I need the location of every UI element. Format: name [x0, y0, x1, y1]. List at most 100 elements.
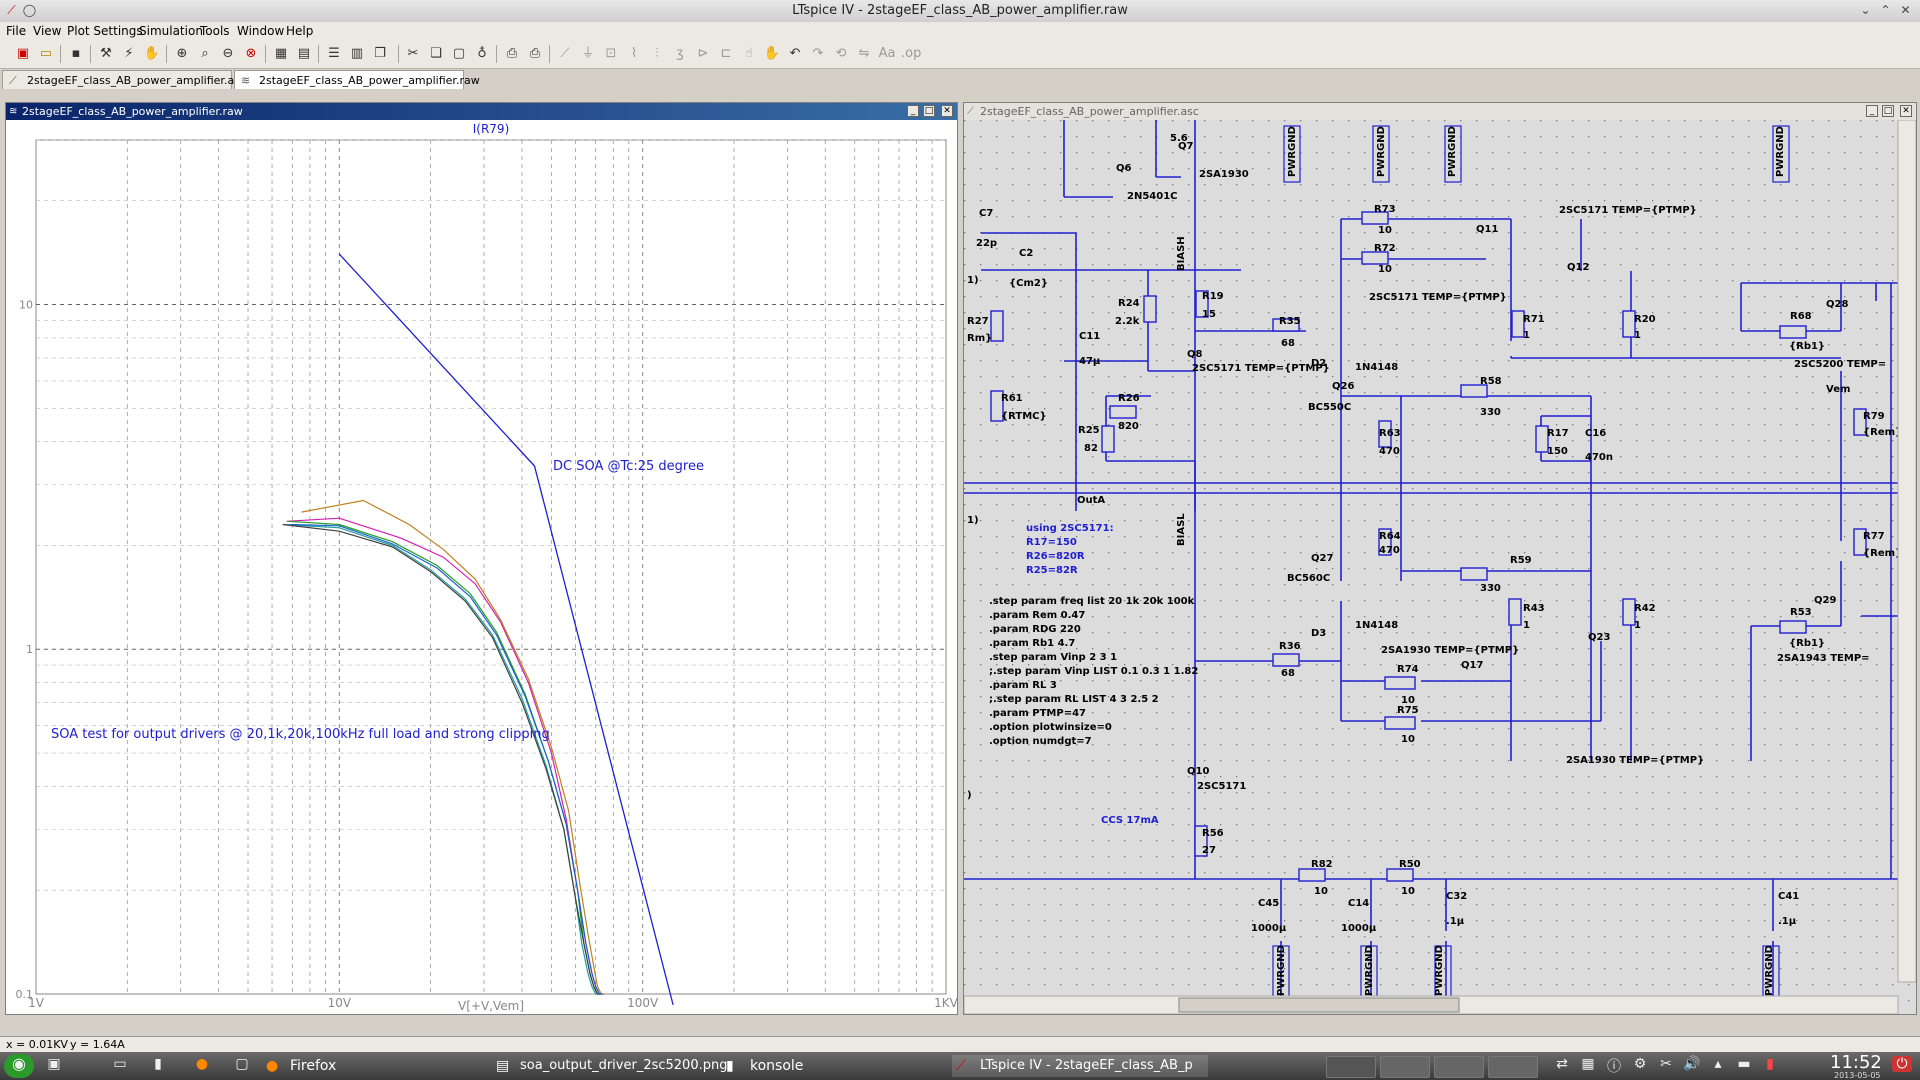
soa-trace[interactable] [290, 523, 604, 995]
schematic-label[interactable]: 1) [967, 515, 979, 526]
display-icon[interactable]: ▦ [1581, 1056, 1595, 1072]
schematic-label[interactable]: C45 [1258, 898, 1279, 909]
dc-soa-trace[interactable] [338, 253, 674, 1006]
schematic-label[interactable]: .step param Vinp 2 3 1 [989, 652, 1117, 663]
component-icon[interactable]: ⊏ [720, 46, 732, 61]
tile-horizontal-icon[interactable]: ☰ [328, 46, 340, 61]
menu-simulation[interactable]: Simulation [139, 24, 203, 38]
move-hand-icon[interactable]: ☝ [745, 46, 753, 61]
schematic-label[interactable]: 2SC5171 TEMP={PTMP} [1559, 205, 1697, 216]
schematic-label[interactable]: .param Rb1 4.7 [989, 638, 1075, 649]
pane-close-button[interactable]: ✕ [1900, 105, 1912, 117]
schematic-label[interactable]: ;.step param Vinp LIST 0.1 0.3 1 1.82 [989, 666, 1198, 677]
schematic-label[interactable]: R59 [1510, 555, 1532, 566]
schematic-label[interactable]: .param RDG 220 [989, 624, 1081, 635]
pan-icon[interactable]: ⌕ [201, 46, 209, 61]
schematic-label[interactable]: Q11 [1476, 224, 1498, 235]
x-axis-label[interactable]: V[+V,Vem] [458, 999, 524, 1013]
schematic-label[interactable]: R50 [1399, 859, 1421, 870]
schematic-label[interactable]: {Rem} [1863, 427, 1902, 438]
pane-maximize-button[interactable]: □ [923, 105, 935, 117]
schematic-label[interactable]: .param PTMP=47 [989, 708, 1086, 719]
zoom-out-icon[interactable]: ⊖ [222, 46, 234, 61]
resistor-symbol[interactable] [1622, 310, 1636, 338]
schematic-label[interactable]: Q23 [1588, 632, 1610, 643]
tools-icon[interactable]: ✂ [1660, 1056, 1672, 1072]
schematic-label[interactable]: .1μ [1778, 916, 1797, 927]
schematic-label[interactable]: 10 [1378, 225, 1392, 236]
schematic-label[interactable]: R72 [1374, 243, 1396, 254]
schematic-label[interactable]: C11 [1079, 331, 1100, 342]
schematic-label[interactable]: PWRGND [1364, 945, 1375, 996]
menu-view[interactable]: View [33, 24, 62, 38]
resistor-symbol[interactable] [1361, 251, 1389, 265]
pane-close-button[interactable]: ✕ [941, 105, 953, 117]
schematic-label[interactable]: R79 [1863, 411, 1885, 422]
soa-trace[interactable] [282, 523, 602, 995]
schematic-label[interactable]: R35 [1279, 316, 1301, 327]
markers-icon[interactable]: ▤ [297, 46, 311, 61]
inductor-icon[interactable]: ʒ [676, 46, 684, 61]
tab-waveform[interactable]: ≋ 2stageEF_class_AB_power_amplifier.raw [234, 70, 480, 89]
task-image-viewer[interactable]: ▤ soa_output_driver_2sc5200.png [492, 1055, 727, 1077]
schematic-label[interactable]: R25 [1078, 425, 1100, 436]
file-manager-icon[interactable]: ▭ [113, 1056, 127, 1072]
terminal-launcher-icon[interactable]: ▮ [154, 1056, 162, 1072]
schematic-label[interactable]: 68 [1281, 338, 1295, 349]
cut-icon[interactable]: ✂ [407, 46, 419, 61]
draw-wire-icon[interactable]: ⟋ [560, 46, 570, 61]
schematic-label[interactable]: Q29 [1814, 595, 1836, 606]
schematic-label[interactable]: 2N5401C [1127, 191, 1178, 202]
schematic-label[interactable]: {Rem} [1863, 548, 1902, 559]
copy-icon[interactable]: ❏ [430, 46, 442, 61]
task-firefox[interactable]: ● Firefox [262, 1055, 488, 1077]
schematic-label[interactable]: PWRGND [1287, 126, 1298, 177]
resistor-symbol[interactable] [1298, 868, 1326, 882]
halt-icon[interactable]: ✋ [143, 46, 161, 61]
schematic-label[interactable]: Q12 [1567, 262, 1589, 273]
schematic-label[interactable]: R71 [1523, 314, 1545, 325]
schematic-label[interactable]: C14 [1348, 898, 1369, 909]
resistor-symbol[interactable] [1779, 325, 1807, 339]
schematic-label[interactable]: 27 [1202, 845, 1216, 856]
maximize-window-icon[interactable]: ⌃ [1880, 3, 1891, 17]
menu-tools[interactable]: Tools [200, 24, 230, 38]
schematic-label[interactable]: PWRGND [1764, 945, 1775, 996]
resistor-symbol[interactable] [990, 390, 1004, 422]
resistor-symbol[interactable] [1779, 620, 1807, 634]
task-ltspice[interactable]: ⟋ LTspice IV - 2stageEF_class_AB_p [952, 1055, 1208, 1077]
virtual-desktop-2[interactable] [1380, 1056, 1430, 1078]
pane-minimize-button[interactable]: _ [907, 105, 919, 117]
schematic-label[interactable]: R53 [1790, 607, 1812, 618]
schematic-label[interactable]: 2SA1930 TEMP={PTMP} [1381, 645, 1519, 656]
schematic-label[interactable]: R19 [1202, 291, 1224, 302]
new-schematic-icon[interactable]: ▣ [16, 46, 30, 61]
pane-minimize-button[interactable]: _ [1866, 105, 1878, 117]
schematic-label[interactable]: 470 [1379, 545, 1400, 556]
volume-icon[interactable]: 🔊 [1683, 1056, 1701, 1072]
desktop-icon[interactable]: ▣ [47, 1056, 61, 1072]
ground-icon[interactable]: ⏚ [581, 46, 595, 61]
schematic-label[interactable]: 2SA1930 TEMP={PTMP} [1566, 755, 1704, 766]
schematic-label[interactable]: 2SA1943 TEMP= [1777, 653, 1870, 664]
schematic-label[interactable]: 22p [976, 238, 997, 249]
resistor-symbol[interactable] [1109, 405, 1137, 419]
horizontal-scroll-thumb[interactable] [1178, 997, 1460, 1013]
vertical-scrollbar[interactable] [1897, 120, 1916, 983]
paste-icon[interactable]: ▢ [452, 46, 466, 61]
schematic-label[interactable]: Q7 [1178, 141, 1194, 152]
schematic-label[interactable]: R17=150 [1026, 537, 1077, 548]
zoom-full-icon[interactable]: ⊗ [245, 46, 257, 61]
schematic-label[interactable]: 82 [1084, 443, 1098, 454]
menu-file[interactable]: File [6, 24, 27, 38]
tile-vertical-icon[interactable]: ▥ [350, 46, 364, 61]
resistor-symbol[interactable] [1272, 653, 1300, 667]
schematic-label[interactable]: C41 [1778, 891, 1799, 902]
schematic-label[interactable]: 1 [1634, 330, 1641, 341]
resistor-symbol[interactable] [1143, 295, 1157, 323]
schematic-label[interactable]: 2SC5171 [1197, 781, 1246, 792]
schematic-label[interactable]: R64 [1379, 531, 1401, 542]
text-icon[interactable]: Aa [878, 46, 896, 61]
schematic-label[interactable]: 2SC5171 TEMP={PTMP} [1192, 363, 1330, 374]
